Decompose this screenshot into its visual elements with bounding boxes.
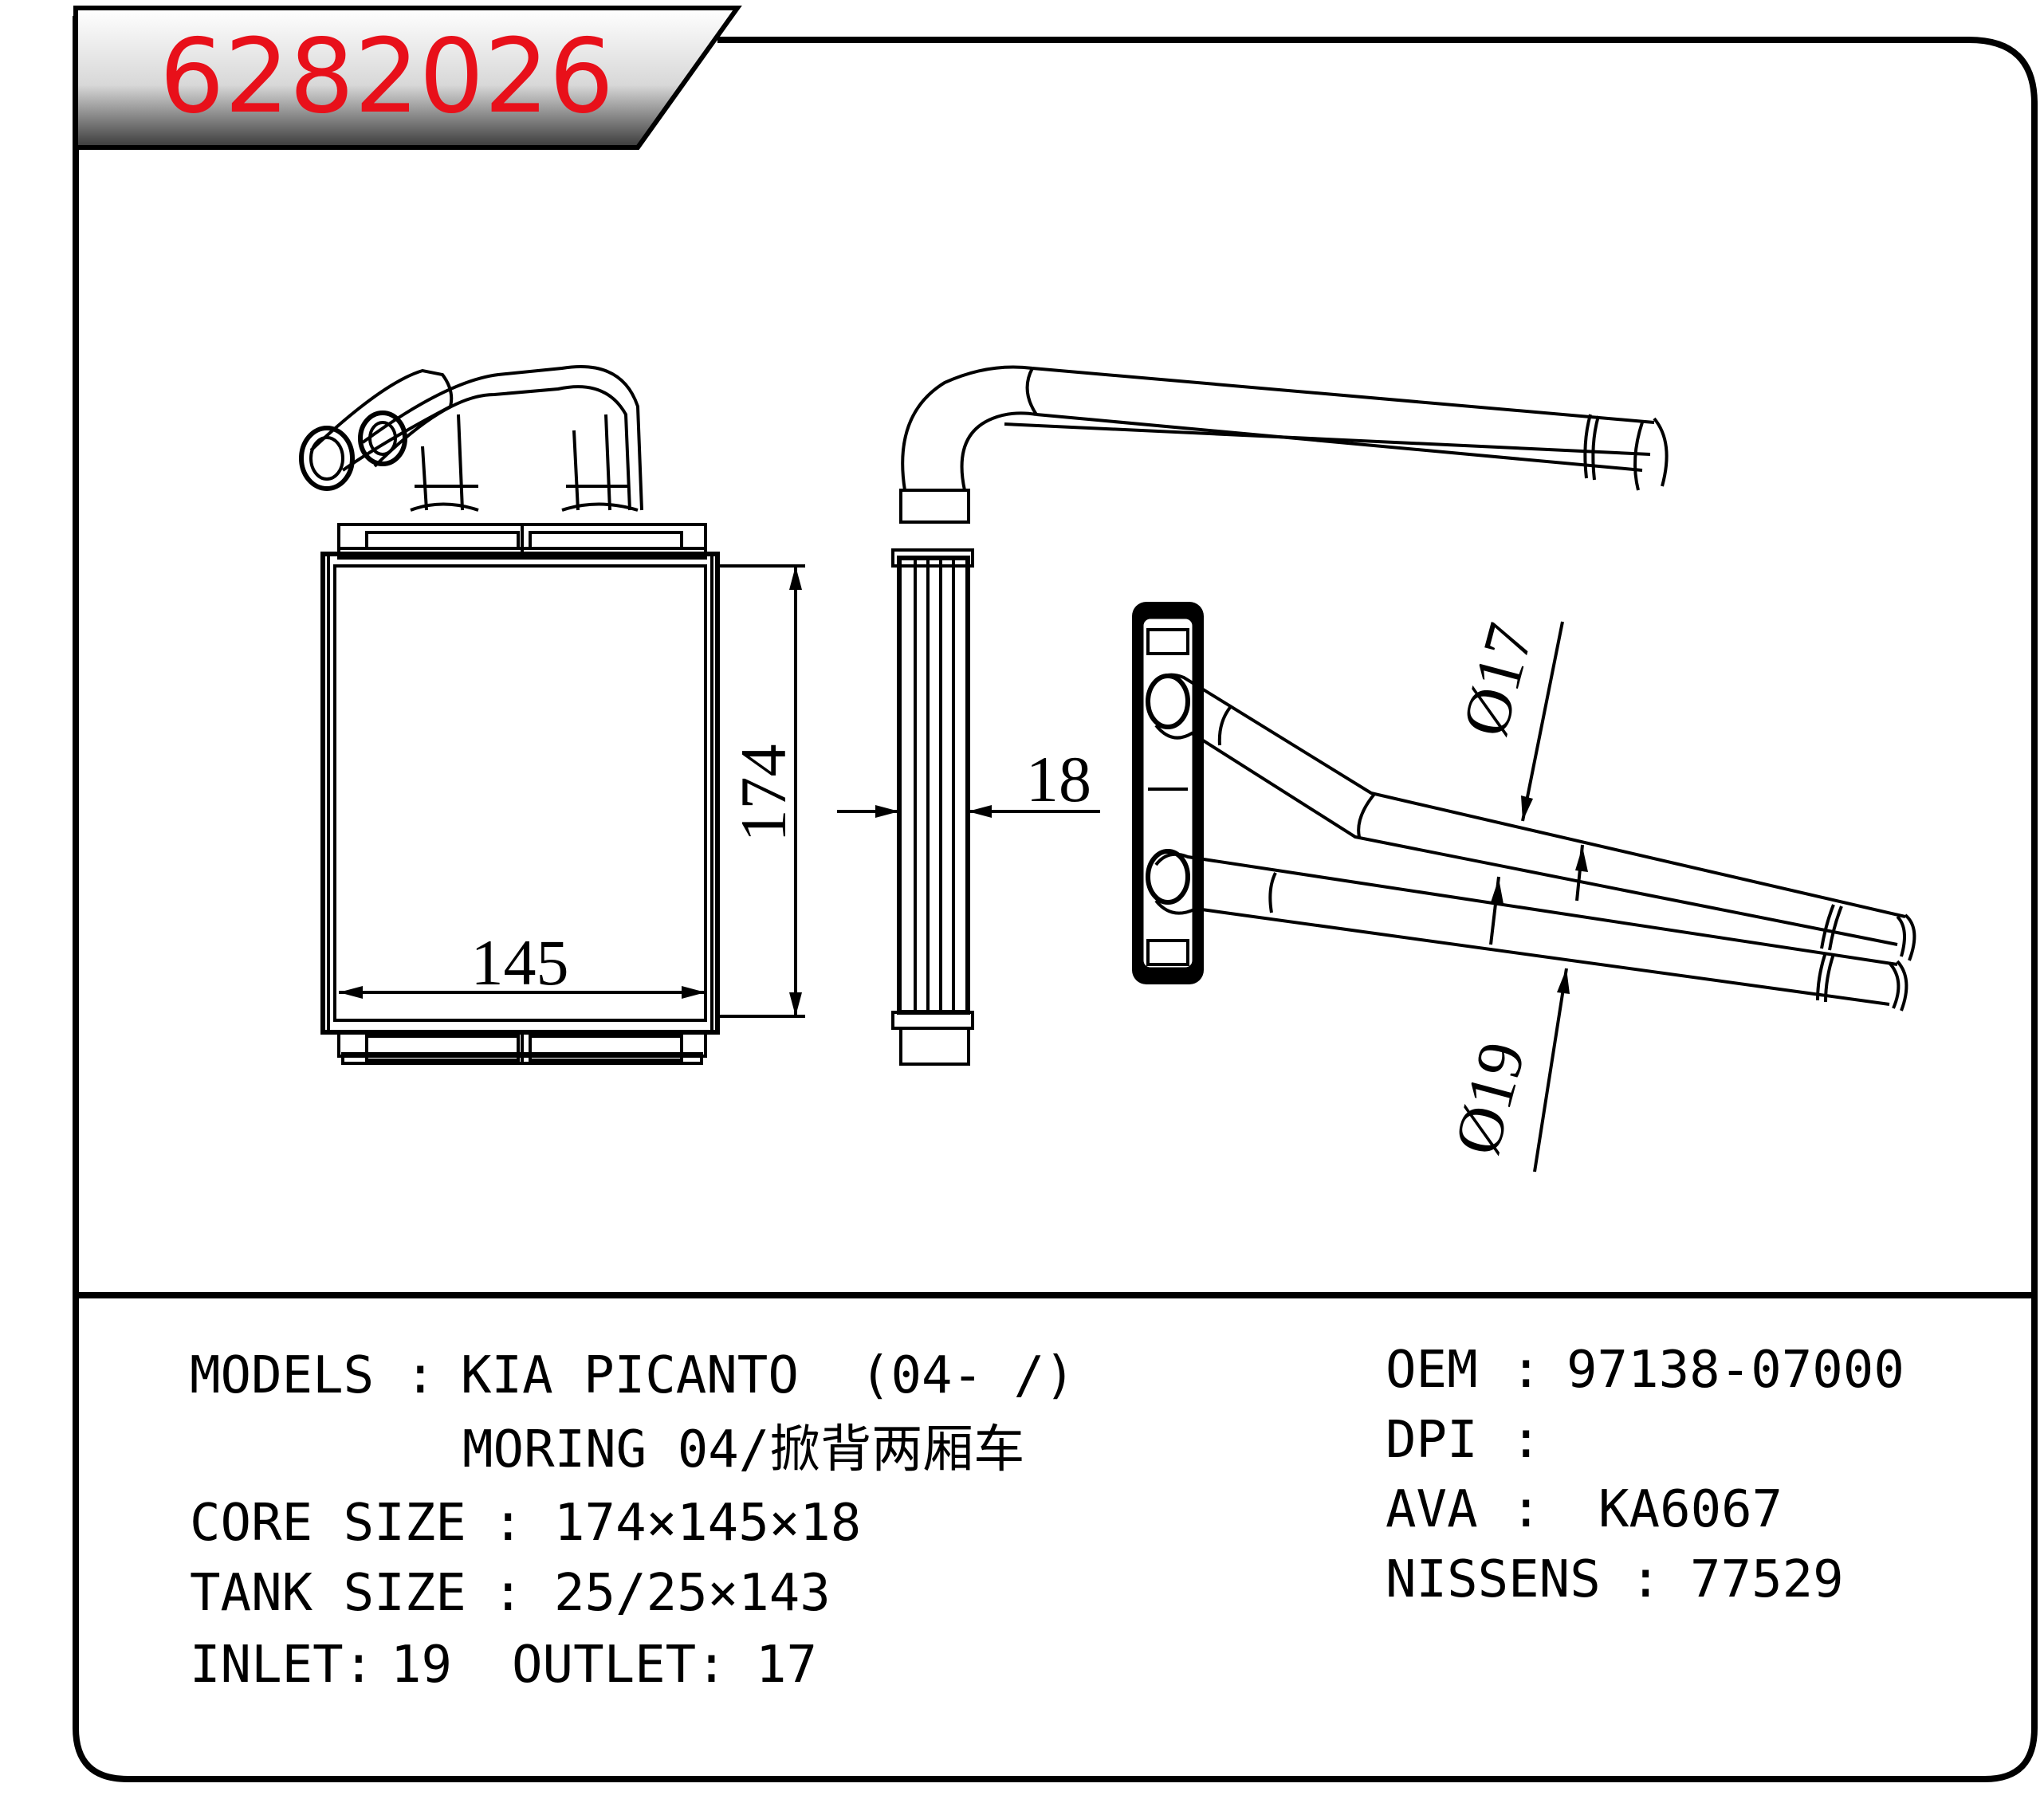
- iso-view-pipes: [1150, 673, 1916, 1011]
- iso-view-tank: [1132, 602, 1204, 984]
- thickness-label: 18: [1026, 743, 1091, 815]
- dpi-separator: :: [1511, 1411, 1542, 1470]
- core-size-label: CORE SIZE: [190, 1494, 466, 1553]
- ava-value: KA6067: [1598, 1480, 1783, 1539]
- iso-view: Ø17 Ø19: [1132, 602, 1916, 1173]
- models-separator: :: [405, 1346, 436, 1405]
- nissens-label: NISSENS: [1386, 1550, 1601, 1609]
- width-label: 145: [471, 926, 569, 999]
- tank-size-separator: :: [493, 1564, 524, 1623]
- ava-separator: :: [1511, 1480, 1542, 1539]
- models-value-2: MORING 04/掀背两厢车: [462, 1420, 1024, 1479]
- inlet-diameter-dimension: Ø19: [1440, 876, 1570, 1173]
- core-size-value: 174×145×18: [554, 1494, 861, 1553]
- outlet-value: 17: [756, 1636, 817, 1695]
- nissens-separator: :: [1630, 1550, 1661, 1609]
- oem-value: 97138-07000: [1566, 1341, 1904, 1400]
- ava-label: AVA: [1386, 1480, 1478, 1539]
- height-dimension: 174: [717, 564, 805, 1018]
- models-value: KIA PICANTO (04- /): [461, 1346, 1075, 1405]
- side-view-pipe: [901, 365, 1669, 492]
- inlet-value: 19: [391, 1636, 452, 1695]
- front-view: 145 174: [299, 365, 805, 1065]
- drawing-frame: [73, 16, 2038, 1782]
- front-view-pipes: [299, 365, 643, 512]
- side-view: 18: [837, 365, 1669, 1066]
- side-view-core: [891, 489, 974, 1066]
- part-number-tab: 6282026: [73, 6, 742, 150]
- inlet-diameter-label: Ø19: [1440, 1035, 1539, 1162]
- height-label: 174: [727, 744, 800, 843]
- tank-size-label: TANK SIZE: [190, 1564, 466, 1623]
- nissens-value: 77529: [1690, 1550, 1844, 1609]
- part-number: 6282026: [159, 18, 614, 136]
- outlet-label: OUTLET:: [512, 1636, 727, 1695]
- tank-size-value: 25/25×143: [554, 1564, 831, 1623]
- models-label: MODELS: [190, 1346, 374, 1405]
- oem-label: OEM: [1386, 1341, 1478, 1400]
- inlet-label: INLET:: [190, 1636, 374, 1695]
- width-dimension: 145: [339, 926, 706, 999]
- spec-table: MODELS : KIA PICANTO (04- /) MORING 04/掀…: [190, 1341, 1904, 1695]
- oem-separator: :: [1511, 1341, 1542, 1400]
- dpi-label: DPI: [1386, 1411, 1478, 1470]
- front-view-bottom-tank: [337, 1031, 707, 1065]
- core-size-separator: :: [493, 1494, 524, 1553]
- outlet-diameter-label: Ø17: [1448, 616, 1547, 744]
- thickness-dimension: 18: [837, 743, 1100, 818]
